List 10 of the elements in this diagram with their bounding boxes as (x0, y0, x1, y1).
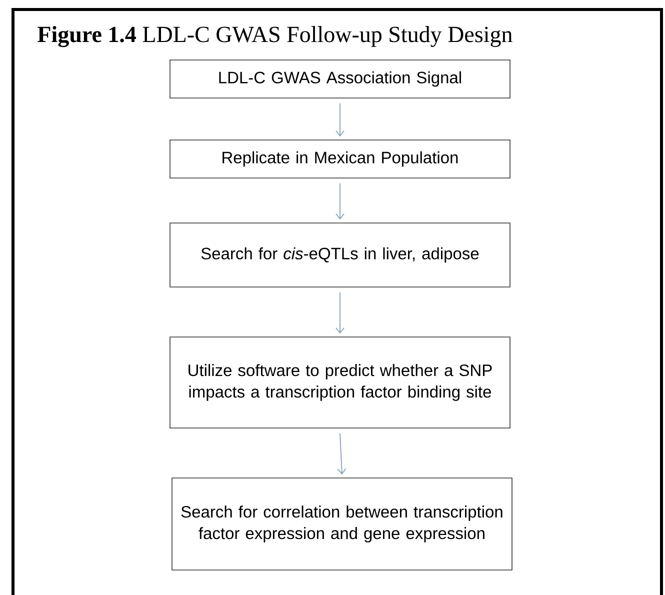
process-box: LDL-C GWAS Association Signal (170, 60, 510, 98)
arrow (336, 292, 344, 334)
process-box: Search for correlation between transcription factor expression and gene expression (172, 478, 512, 570)
process-box: Replicate in Mexican Population (170, 140, 510, 178)
arrow (336, 102, 344, 137)
arrow (336, 182, 344, 220)
figure-title: Figure 1.4 LDL-C GWAS Follow-up Study Design (38, 26, 512, 48)
arrow (337, 432, 346, 475)
process-box: Search for cis-eQTLs in liver, adipose (170, 222, 510, 288)
process-box: Utilize software to predict whether a SNP impacts a transcription factor binding site (170, 336, 510, 428)
